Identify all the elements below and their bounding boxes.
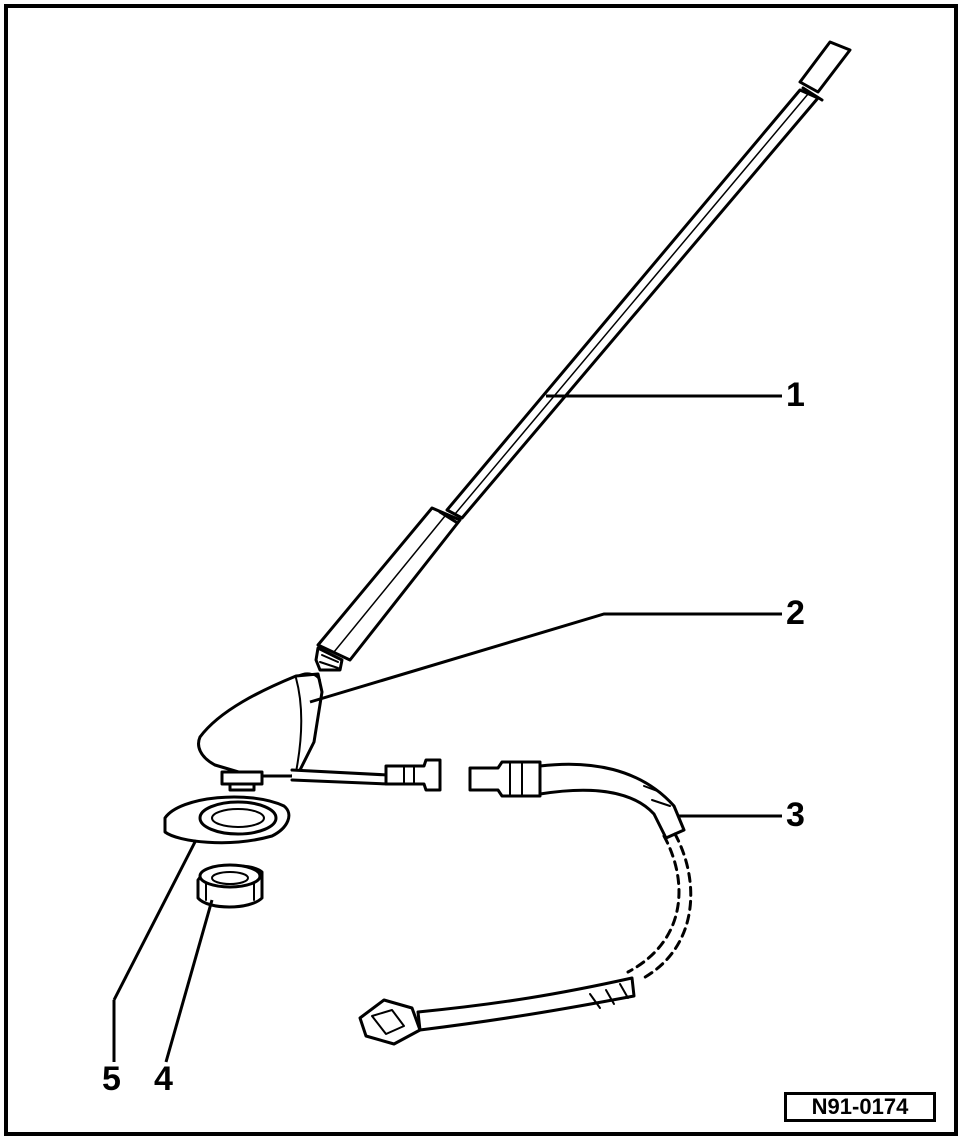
callout-2: 2 bbox=[786, 594, 805, 632]
mounting-nut bbox=[196, 863, 264, 909]
seal-washer bbox=[163, 795, 291, 845]
diagram-frame bbox=[4, 4, 958, 1136]
leader-line-5a bbox=[112, 839, 198, 1001]
callout-1: 1 bbox=[786, 376, 805, 414]
callout-5: 5 bbox=[102, 1060, 121, 1098]
leader-line-2 bbox=[309, 612, 782, 704]
callout-3: 3 bbox=[786, 796, 805, 834]
leader-line-4 bbox=[164, 899, 214, 1063]
leader-lines bbox=[112, 394, 782, 1063]
antenna-mast bbox=[314, 40, 852, 672]
antenna-base bbox=[197, 672, 442, 792]
figure-reference-code: N91-0174 bbox=[784, 1092, 936, 1122]
antenna-cable bbox=[358, 760, 693, 1046]
callout-4: 4 bbox=[154, 1060, 173, 1098]
